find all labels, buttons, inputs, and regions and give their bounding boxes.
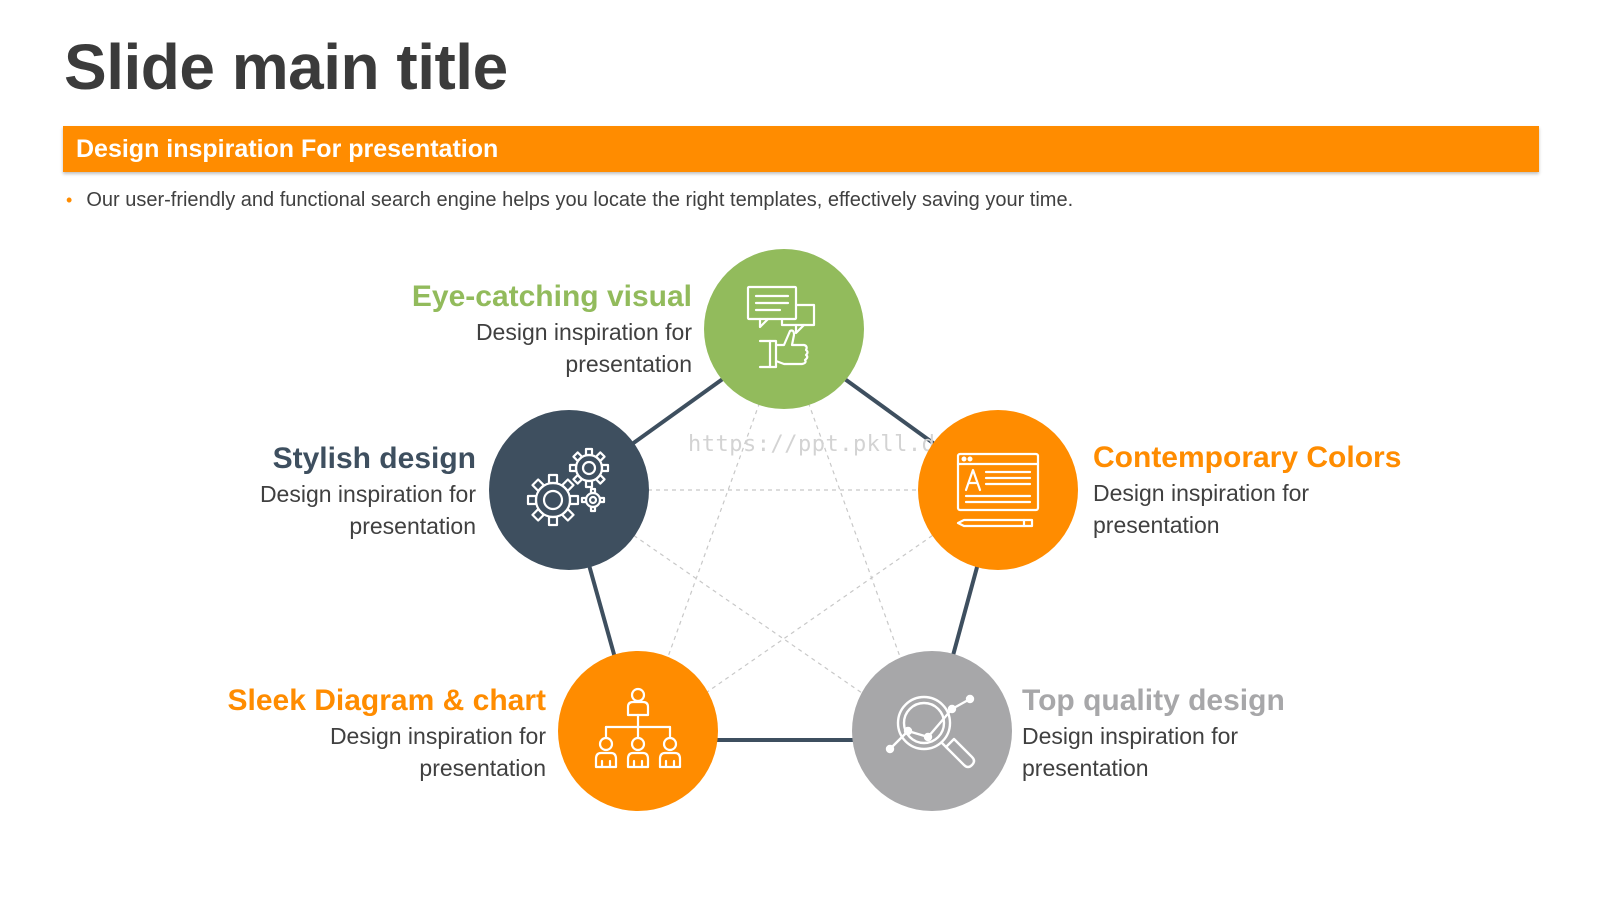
node-label-eye-catching: Eye-catching visual Design inspiration f… bbox=[392, 278, 692, 380]
node-title: Stylish design bbox=[272, 442, 476, 475]
gears-icon bbox=[526, 447, 610, 527]
node-circle-contemporary-colors bbox=[918, 410, 1078, 570]
node-circle-sleek-diagram bbox=[558, 651, 718, 811]
node-description: Design inspiration for presentation bbox=[329, 723, 546, 781]
bullet-point: • Our user-friendly and functional searc… bbox=[66, 189, 1073, 212]
node-label-top-quality: Top quality design Design inspiration fo… bbox=[1022, 682, 1322, 784]
watermark: https://ppt.pkll.de bbox=[688, 432, 950, 457]
node-description: Design inspiration for presentation bbox=[1093, 480, 1310, 538]
node-label-sleek-diagram: Sleek Diagram & chart Design inspiration… bbox=[196, 682, 546, 784]
node-label-stylish-design: Stylish design Design inspiration for pr… bbox=[176, 440, 476, 542]
bullet-text: Our user-friendly and functional search … bbox=[86, 189, 1074, 211]
node-description: Design inspiration for presentation bbox=[475, 319, 692, 377]
node-circle-stylish-design bbox=[489, 410, 649, 570]
node-title: Eye-catching visual bbox=[411, 280, 692, 313]
node-circle-top-quality bbox=[852, 651, 1012, 811]
node-title: Top quality design bbox=[1022, 684, 1285, 717]
subtitle-text: Design inspiration For presentation bbox=[76, 134, 499, 163]
magnifier-analytics-icon bbox=[885, 694, 976, 769]
node-title: Contemporary Colors bbox=[1093, 441, 1402, 474]
node-label-contemporary-colors: Contemporary Colors Design inspiration f… bbox=[1093, 439, 1413, 541]
subtitle-bar: Design inspiration For presentation bbox=[63, 126, 1539, 172]
slide-title: Slide main title bbox=[64, 31, 508, 103]
node-circle-eye-catching bbox=[704, 249, 864, 409]
bullet-dot: • bbox=[66, 190, 73, 210]
org-chart-icon bbox=[594, 687, 682, 769]
node-description: Design inspiration for presentation bbox=[259, 481, 476, 539]
feedback-thumbs-up-icon bbox=[746, 285, 816, 369]
node-description: Design inspiration for presentation bbox=[1022, 723, 1239, 781]
document-editor-icon bbox=[956, 452, 1040, 528]
node-title: Sleek Diagram & chart bbox=[227, 684, 546, 717]
